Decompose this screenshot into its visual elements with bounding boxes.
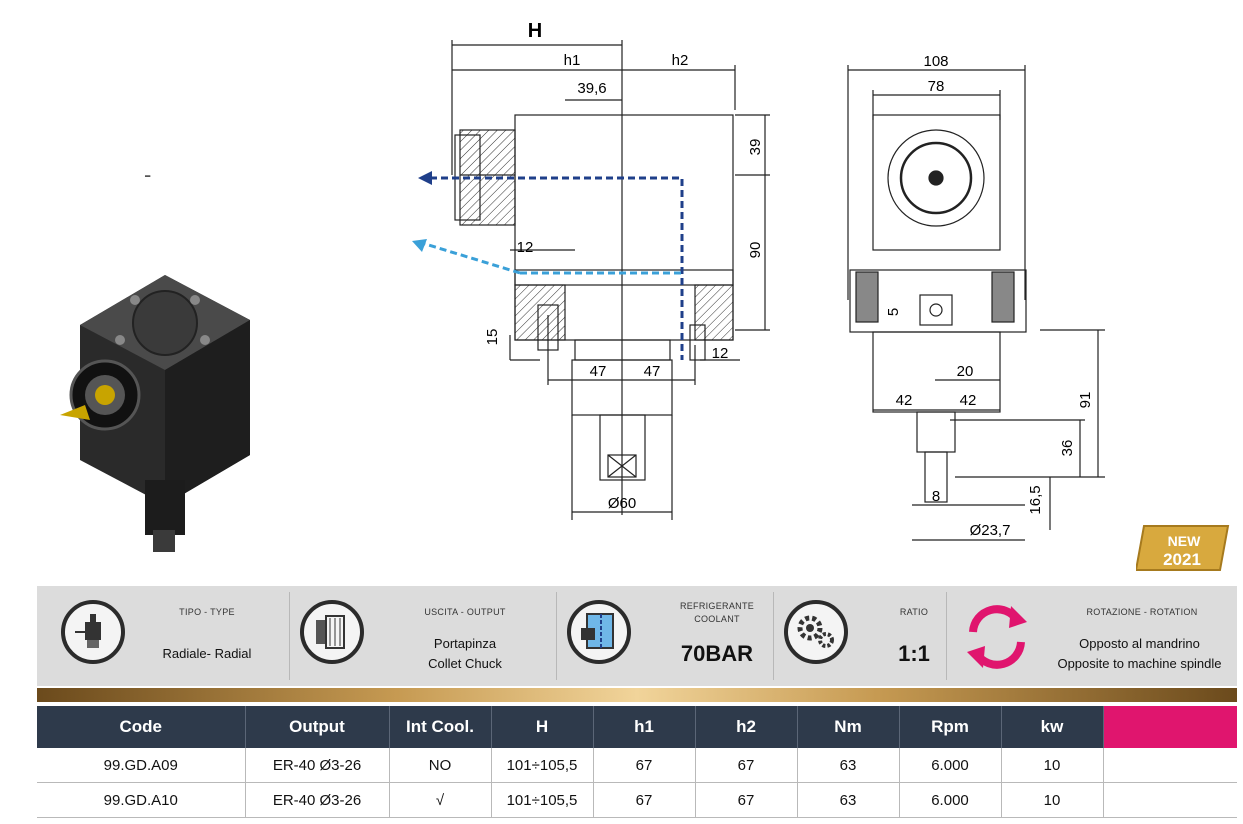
coolant-label-en: COOLANT [694, 614, 740, 624]
dash-mark: - [144, 162, 152, 187]
col-header-rpm: Rpm [899, 706, 1002, 748]
table-row: 99.GD.A10 ER-40 Ø3-26 √ 101÷105,5 67 67 … [37, 782, 1237, 818]
new-2021-badge: NEW 2021 [1136, 525, 1230, 571]
table-header-row: Code Output Int Cool. H h1 h2 Nm Rpm kw [37, 706, 1237, 748]
collet-chuck-icon [300, 600, 364, 664]
rotation-label: ROTAZIONE - ROTATION [1086, 607, 1198, 617]
output-value-en: Collet Chuck [428, 656, 502, 671]
cell-accent [1103, 782, 1237, 818]
dim-h1: h1 [564, 52, 581, 69]
cell-accent [1103, 748, 1237, 783]
cell-h1: 67 [593, 748, 696, 783]
feature-coolant: REFRIGERANTE COOLANT 70BAR [557, 586, 773, 686]
gears-icon [784, 600, 848, 664]
spec-table: Code Output Int Cool. H h1 h2 Nm Rpm kw … [37, 706, 1237, 818]
front-view-drawing: 108 78 5 20 42 42 91 36 8 16,5 Ø23,7 [847, 53, 1105, 541]
dim-5: 5 [885, 308, 902, 316]
output-label: USCITA - OUTPUT [424, 607, 506, 617]
radial-tool-icon [61, 600, 125, 664]
cell-rpm: 6.000 [899, 782, 1002, 818]
dim-h2: h2 [672, 52, 689, 69]
badge-year-text: 2021 [1163, 550, 1201, 569]
col-header-h1: h1 [593, 706, 696, 748]
product-photo [60, 275, 250, 552]
coolant-value: 70BAR [680, 641, 754, 666]
dim-90: 90 [747, 242, 764, 259]
dim-12-upper: 12 [517, 239, 534, 256]
dim-8: 8 [932, 488, 940, 505]
side-view-drawing: H h1 h2 39,6 39 90 12 15 12 47 47 Ø60 [412, 20, 770, 520]
dim-47-right: 47 [644, 363, 661, 380]
dim-78: 78 [928, 78, 945, 95]
dim-H: H [528, 20, 542, 42]
cell-kw: 10 [1001, 748, 1104, 783]
cell-h1: 67 [593, 782, 696, 818]
feature-type: TIPO - TYPE Radiale- Radial [37, 586, 289, 686]
gold-divider [37, 688, 1237, 702]
col-header-accent [1103, 706, 1237, 748]
feature-output: USCITA - OUTPUT Portapinza Collet Chuck [290, 586, 556, 686]
rotation-icon [967, 605, 1027, 669]
ratio-value: 1:1 [898, 641, 930, 666]
dim-39: 39 [747, 139, 764, 156]
dim-36: 36 [1059, 440, 1076, 457]
dim-91: 91 [1077, 392, 1094, 409]
cell-nm: 63 [797, 748, 900, 783]
dim-42-right: 42 [960, 392, 977, 409]
col-header-h2: h2 [695, 706, 798, 748]
col-header-int-cool: Int Cool. [389, 706, 492, 748]
badge-new-text: NEW [1168, 533, 1201, 549]
type-label: TIPO - TYPE [179, 607, 235, 617]
col-header-kw: kw [1001, 706, 1104, 748]
dim-16-5: 16,5 [1027, 485, 1044, 514]
dim-12-lower: 12 [712, 345, 729, 362]
output-value-it: Portapinza [433, 636, 497, 651]
coolant-icon [567, 600, 631, 664]
cell-code: 99.GD.A09 [37, 748, 246, 783]
cell-H: 101÷105,5 [491, 748, 594, 783]
col-header-nm: Nm [797, 706, 900, 748]
dim-39-6: 39,6 [577, 80, 606, 97]
ratio-label: RATIO [899, 607, 929, 617]
feature-ratio: RATIO 1:1 [774, 586, 946, 686]
dim-47-left: 47 [590, 363, 607, 380]
cell-rpm: 6.000 [899, 748, 1002, 783]
rotation-value-en: Opposite to machine spindle [1057, 656, 1222, 671]
dim-108: 108 [923, 53, 948, 70]
cell-int-cool: NO [389, 748, 492, 783]
feature-strip: TIPO - TYPE Radiale- Radial USCITA - OUT… [37, 586, 1237, 686]
coolant-label-it: REFRIGERANTE [679, 601, 755, 611]
table-row: 99.GD.A09 ER-40 Ø3-26 NO 101÷105,5 67 67… [37, 748, 1237, 783]
col-header-H: H [491, 706, 594, 748]
dim-20: 20 [957, 363, 974, 380]
cell-output: ER-40 Ø3-26 [245, 748, 390, 783]
type-value: Radiale- Radial [162, 646, 252, 661]
dim-42-left: 42 [896, 392, 913, 409]
cell-H: 101÷105,5 [491, 782, 594, 818]
rotation-value-it: Opposto al mandrino [1079, 636, 1200, 651]
col-header-code: Code [37, 706, 246, 748]
cell-kw: 10 [1001, 782, 1104, 818]
cell-h2: 67 [695, 748, 798, 783]
cell-code: 99.GD.A10 [37, 782, 246, 818]
cell-output: ER-40 Ø3-26 [245, 782, 390, 818]
cell-nm: 63 [797, 782, 900, 818]
feature-rotation: ROTAZIONE - ROTATION Opposto al mandrino… [947, 586, 1237, 686]
dim-diam-60: Ø60 [608, 495, 636, 512]
cell-int-cool: √ [389, 782, 492, 818]
col-header-output: Output [245, 706, 390, 748]
cell-h2: 67 [695, 782, 798, 818]
dim-15: 15 [484, 329, 501, 346]
dim-diam-23-7: Ø23,7 [970, 522, 1011, 539]
